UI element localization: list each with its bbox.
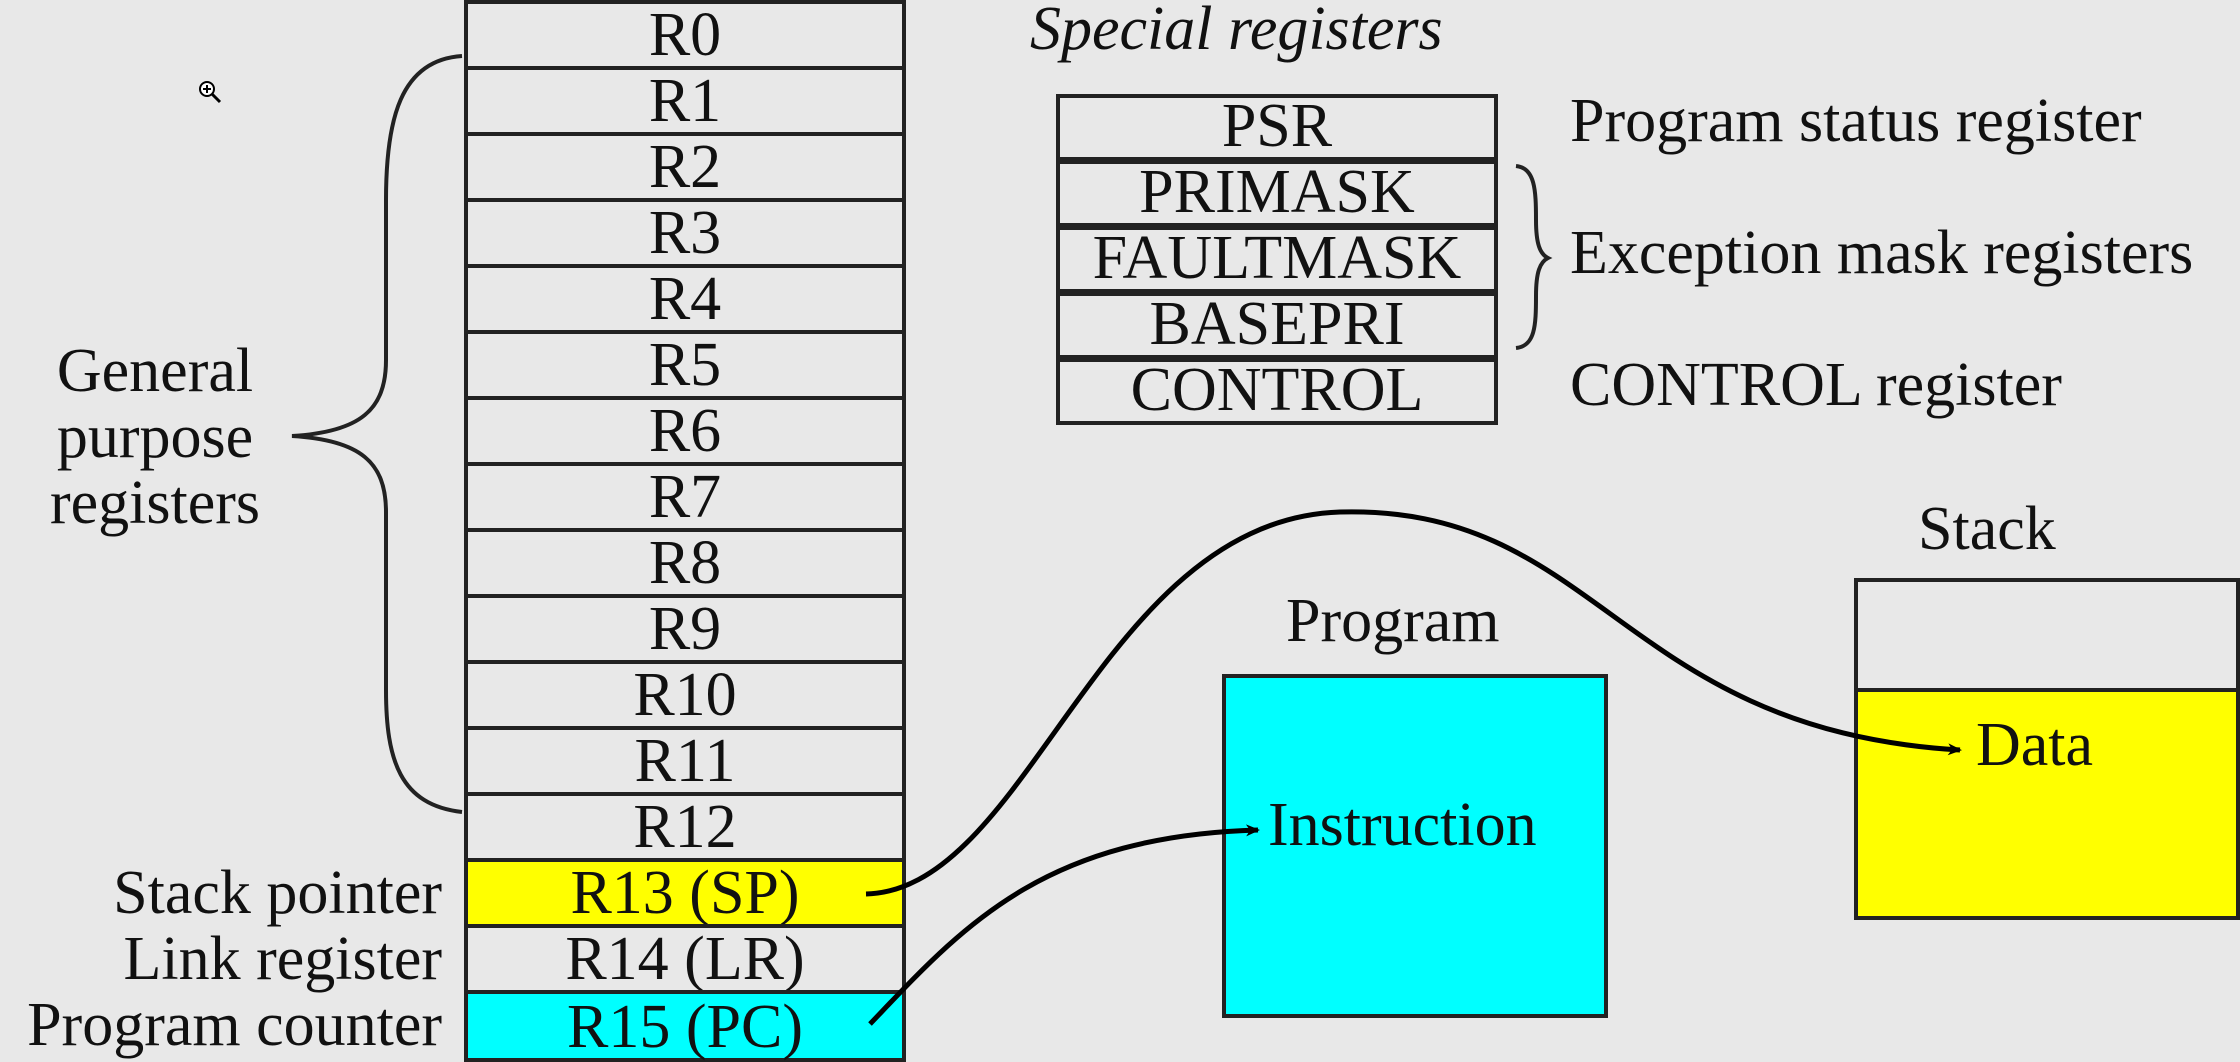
exception-mask-brace <box>1515 164 1553 350</box>
sp-to-stack-arrow <box>865 509 1962 897</box>
register-r13-sp: R13 (SP) <box>464 858 906 928</box>
general-purpose-brace <box>291 54 463 814</box>
general-purpose-label: General purpose registers <box>30 338 280 536</box>
special-register-faultmask: FAULTMASK <box>1056 226 1498 293</box>
register-r10: R10 <box>464 660 906 730</box>
program-memory-box <box>1222 674 1608 1018</box>
special-register-basepri: BASEPRI <box>1056 292 1498 359</box>
link-register-label: Link register <box>123 925 442 993</box>
stack-memory-box <box>1854 578 2240 920</box>
program-counter-label: Program counter <box>27 991 442 1059</box>
register-r15-pc: R15 (PC) <box>464 990 906 1062</box>
exception-masks-description: Exception mask registers <box>1570 219 2194 287</box>
special-register-control: CONTROL <box>1056 358 1498 425</box>
program-title: Program <box>1286 587 1500 655</box>
register-r2: R2 <box>464 132 906 202</box>
psr-description: Program status register <box>1570 87 2142 155</box>
zoom-in-icon <box>199 81 222 104</box>
special-register-psr: PSR <box>1056 94 1498 161</box>
stack-pointer-label: Stack pointer <box>113 859 442 927</box>
stack-data-region <box>1858 688 2236 916</box>
general-purpose-line-3: registers <box>49 469 261 537</box>
pc-to-program-arrow <box>868 824 1260 1026</box>
general-purpose-line-2: purpose <box>56 403 254 471</box>
general-purpose-line-1: General <box>56 337 254 405</box>
data-label: Data <box>1976 711 2094 779</box>
instruction-label: Instruction <box>1268 791 1537 859</box>
register-r12: R12 <box>464 792 906 862</box>
register-r3: R3 <box>464 198 906 268</box>
control-description: CONTROL register <box>1570 351 2062 419</box>
special-register-primask: PRIMASK <box>1056 160 1498 227</box>
stack-title: Stack <box>1918 495 2056 563</box>
special-registers-title: Special registers <box>1030 0 1443 63</box>
register-r6: R6 <box>464 396 906 466</box>
register-r14-lr: R14 (LR) <box>464 924 906 994</box>
